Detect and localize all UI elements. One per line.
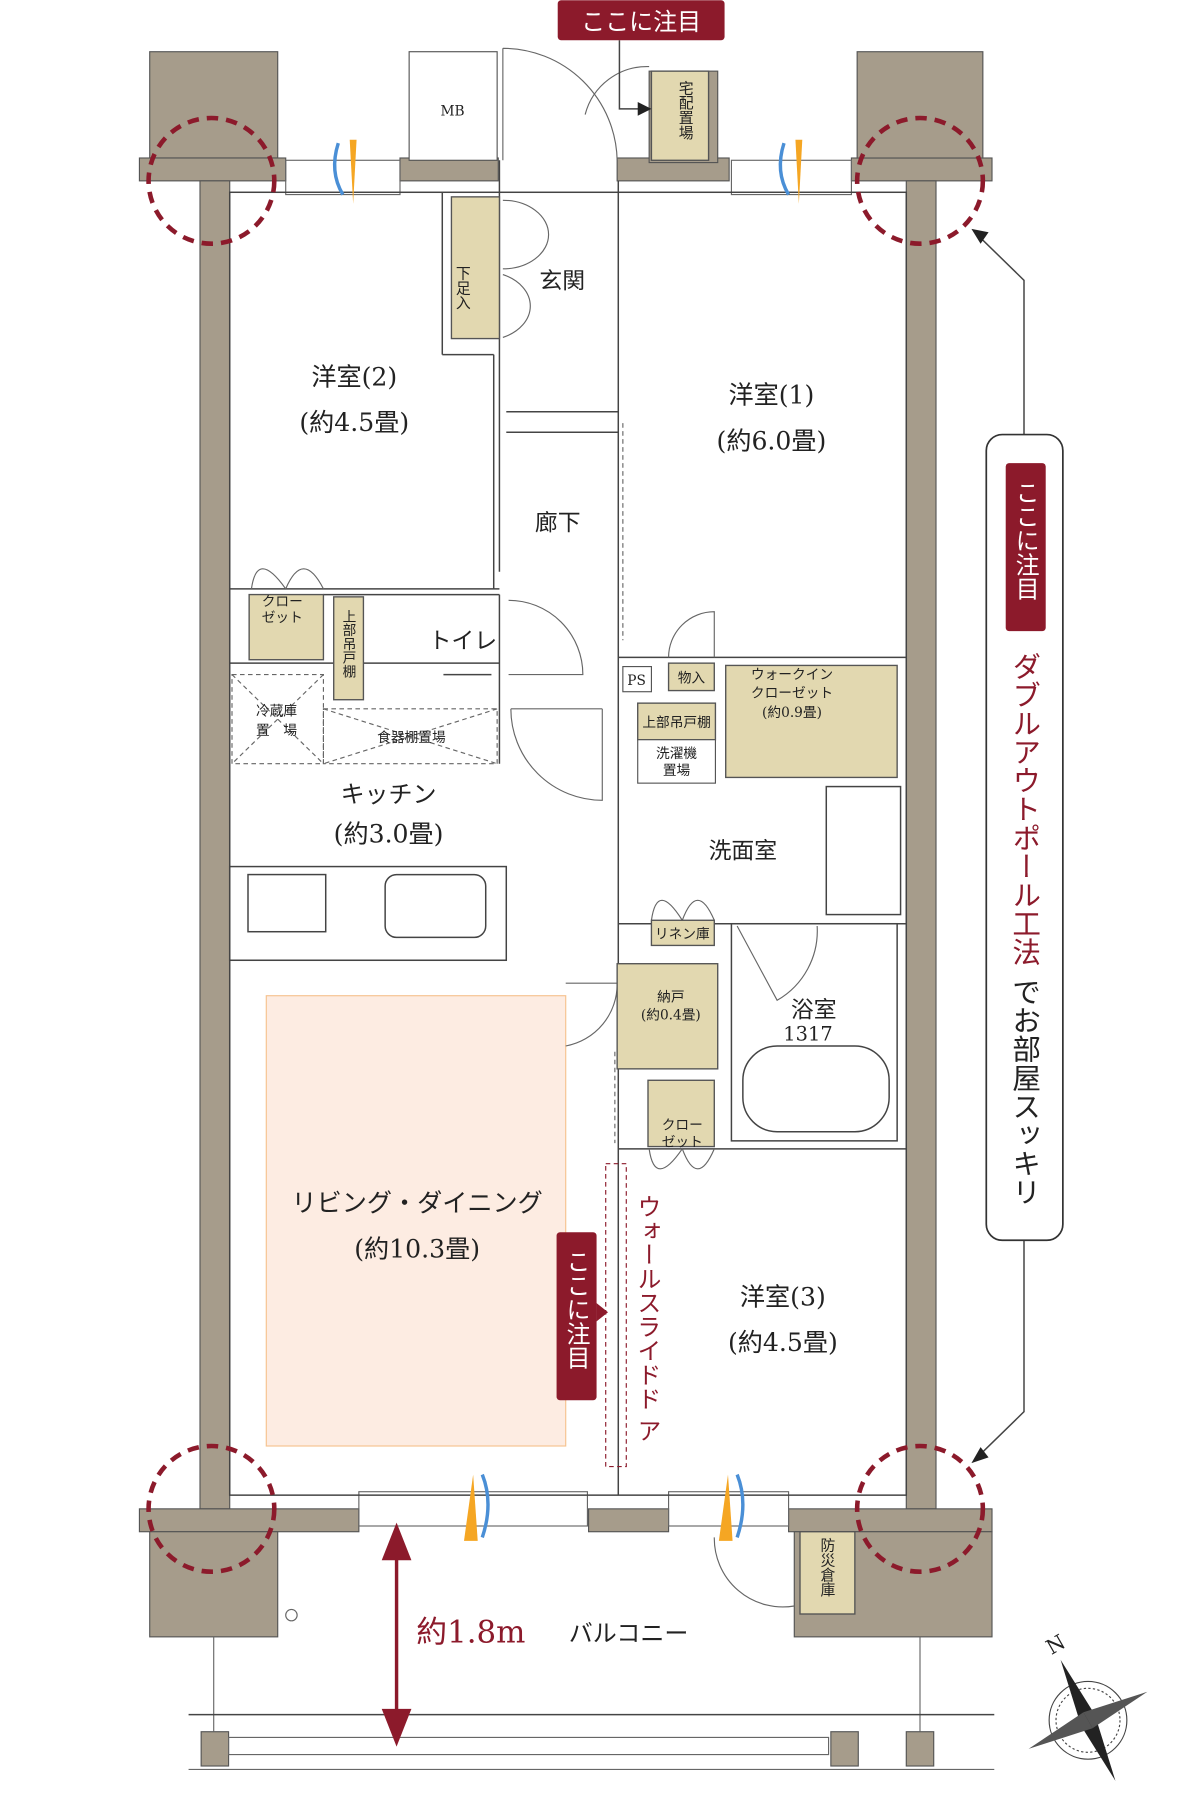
washer-label-2: 置場 bbox=[663, 763, 691, 779]
disaster-storage-label: 防災倉庫 bbox=[818, 1537, 836, 1597]
right-callout-text: ここに注目 bbox=[1011, 480, 1039, 600]
closet2-label-1: クロー bbox=[262, 594, 303, 610]
storage-boxes bbox=[248, 51, 898, 1615]
room-balcony: バルコニー bbox=[569, 1619, 689, 1647]
washer-label-1: 洗濯機 bbox=[656, 746, 697, 762]
upper-shelf-label: 上部吊戸棚 bbox=[642, 715, 711, 731]
balcony-depth-arrow bbox=[381, 1522, 412, 1747]
nando-label-2: (約0.4畳) bbox=[641, 1008, 701, 1024]
room-western1-size: (約6.0畳) bbox=[717, 426, 827, 455]
room-western2-size: (約4.5畳) bbox=[299, 408, 409, 437]
room-western1-name: 洋室(1) bbox=[729, 381, 815, 410]
linen-label: リネン庫 bbox=[655, 927, 710, 943]
room-living-name: リビング・ダイニング bbox=[292, 1189, 543, 1218]
compass-north-label: N bbox=[1042, 1630, 1070, 1660]
feature-text-black: でお部屋スッキリ bbox=[1008, 977, 1042, 1206]
balcony-railing bbox=[188, 1608, 995, 1770]
room-kitchen-name: キッチン bbox=[341, 781, 437, 809]
ventilation-icons bbox=[332, 139, 803, 1541]
right-callout-badge bbox=[1005, 463, 1046, 632]
toilet-shelf-label: 上部吊戸棚 bbox=[339, 609, 356, 678]
closet2-label-2: ゼット bbox=[262, 610, 303, 626]
room-living-size: (約10.3畳) bbox=[354, 1234, 480, 1263]
room-bath-name: 浴室 bbox=[791, 997, 837, 1023]
closet3-label-2: ゼット bbox=[662, 1135, 703, 1151]
wall-slide-door-label: ウォールスライドド ア bbox=[633, 1195, 661, 1443]
room-western2-name: 洋室(2) bbox=[311, 362, 397, 391]
balcony-depth: 約1.8m bbox=[416, 1615, 525, 1651]
room-toilet: トイレ bbox=[429, 628, 498, 654]
top-callout-badge bbox=[557, 0, 725, 41]
storage-box-label: 物入 bbox=[678, 671, 706, 687]
interior-lines bbox=[228, 160, 908, 1496]
fridge-label-1: 冷蔵庫 bbox=[256, 704, 297, 720]
living-area-highlight bbox=[265, 995, 567, 1447]
room-western3-size: (約4.5畳) bbox=[728, 1328, 838, 1357]
feature-text-red: ダブルアウトポール工法 bbox=[1008, 652, 1042, 966]
callout-connectors bbox=[596, 40, 1025, 1464]
cupboard-label: 食器棚置場 bbox=[377, 729, 446, 746]
shoe-cabinet-label: 下足入 bbox=[454, 265, 472, 310]
top-callout-text: ここに注目 bbox=[581, 8, 701, 36]
center-callout-badge bbox=[556, 1232, 597, 1401]
room-bath-code: 1317 bbox=[783, 1022, 832, 1045]
room-western3-name: 洋室(3) bbox=[740, 1282, 826, 1311]
room-washroom: 洗面室 bbox=[709, 839, 778, 865]
out-pole-markers bbox=[146, 115, 986, 1574]
feature-callout-box bbox=[985, 433, 1064, 1242]
mb-label: MB bbox=[441, 104, 465, 120]
room-kitchen-size: (約3.0畳) bbox=[334, 820, 444, 849]
wic-label-2: クローゼット bbox=[751, 685, 833, 701]
ps-label: PS bbox=[627, 673, 646, 689]
compass-icon: N bbox=[1028, 1630, 1148, 1781]
delivery-box-label: 宅配置場 bbox=[677, 80, 695, 140]
closet3-label-1: クロー bbox=[662, 1117, 703, 1133]
walls bbox=[138, 51, 993, 1767]
nando-label-1: 納戸 bbox=[657, 989, 684, 1005]
fridge-label-2: 置 場 bbox=[256, 723, 297, 739]
wic-label-1: ウォークイン bbox=[751, 667, 833, 683]
room-hallway: 廊下 bbox=[535, 511, 581, 537]
wic-label-3: (約0.9畳) bbox=[762, 705, 822, 721]
room-entrance: 玄関 bbox=[539, 268, 585, 294]
center-callout-text: ここに注目 bbox=[562, 1249, 590, 1369]
